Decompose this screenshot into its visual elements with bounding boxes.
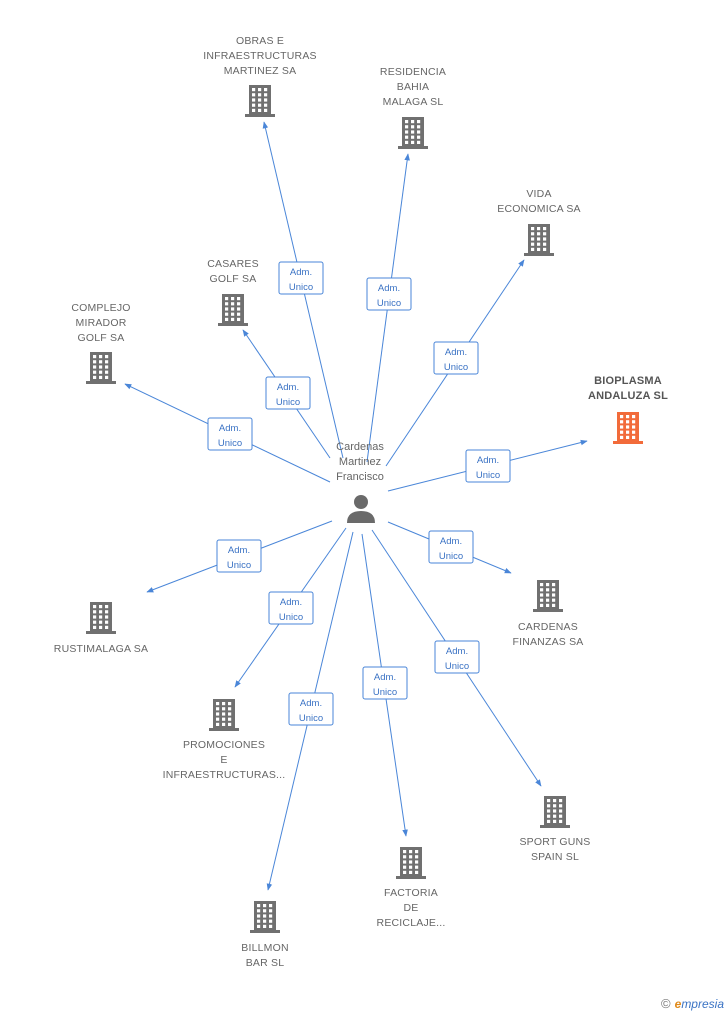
company-label-line: SPAIN SL: [531, 851, 579, 863]
edge-label-text: Unico: [439, 551, 463, 562]
company-node-promociones[interactable]: PROMOCIONES E INFRAESTRUCTURAS...: [163, 699, 286, 781]
edge-label-text: Unico: [299, 713, 323, 724]
edge-label-text: Adm.: [445, 347, 467, 358]
empresia-logo[interactable]: empresia: [674, 996, 724, 1011]
building-icon: [86, 352, 116, 384]
company-node-factoria[interactable]: FACTORIA DE RECICLAJE...: [377, 847, 446, 929]
company-label-line: ANDALUZA SL: [588, 390, 668, 402]
edge-label-obras[interactable]: Adm. Unico: [278, 261, 324, 295]
building-icon: [250, 901, 280, 933]
company-label-line: MIRADOR: [76, 317, 127, 329]
company-node-complejo[interactable]: COMPLEJO MIRADOR GOLF SA: [71, 302, 130, 384]
edge-label-text: Adm.: [374, 672, 396, 683]
company-node-rustimalaga[interactable]: RUSTIMALAGA SA: [54, 602, 148, 655]
copyright-symbol: ©: [661, 996, 671, 1011]
edge-label-text: Adm.: [446, 646, 468, 657]
company-label-line: RESIDENCIA: [380, 66, 446, 78]
nodes-layer: OBRAS E INFRAESTRUCTURAS MARTINEZ SA RESIDE…: [54, 35, 668, 969]
edge-label-sport[interactable]: Adm. Unico: [434, 640, 480, 674]
edge-label-complejo[interactable]: Adm. Unico: [207, 417, 253, 451]
edge-label-residencia[interactable]: Adm. Unico: [366, 277, 412, 311]
company-node-residencia[interactable]: RESIDENCIA BAHIA MALAGA SL: [380, 66, 446, 149]
company-label-line: CASARES: [207, 258, 259, 270]
edge-label-text: Unico: [276, 397, 300, 408]
building-icon: [533, 580, 563, 612]
edge-label-text: Unico: [445, 661, 469, 672]
company-node-billmon[interactable]: BILLMON BAR SL: [241, 901, 289, 969]
company-label-line: FACTORIA: [384, 887, 438, 899]
edge-label-text: Unico: [444, 362, 468, 373]
company-node-vida[interactable]: VIDA ECONOMICA SA: [497, 188, 581, 256]
company-label-line: BILLMON: [241, 942, 289, 954]
edge-label-text: Adm.: [440, 536, 462, 547]
company-label-line: GOLF SA: [210, 273, 257, 285]
company-node-cardenas_finanzas[interactable]: CARDENAS FINANZAS SA: [512, 580, 583, 648]
building-icon: [398, 117, 428, 149]
building-icon: [86, 602, 116, 634]
company-node-casares[interactable]: CASARES GOLF SA: [207, 258, 259, 326]
edge-label-text: Adm.: [300, 698, 322, 709]
building-icon: [524, 224, 554, 256]
person-name-line-2: Martinez: [339, 456, 381, 468]
edge-label-cardenas_finanzas[interactable]: Adm. Unico: [428, 530, 474, 564]
edge-label-text: Adm.: [378, 283, 400, 294]
company-label-line: BAHIA: [397, 81, 430, 93]
edge-label-bioplasma[interactable]: Adm. Unico: [465, 449, 511, 483]
edge-label-text: Adm.: [280, 597, 302, 608]
edge-label-rustimalaga[interactable]: Adm. Unico: [216, 539, 262, 573]
company-node-bioplasma[interactable]: BIOPLASMA ANDALUZA SL: [588, 375, 668, 444]
building-icon: [209, 699, 239, 731]
edge-label-text: Unico: [289, 282, 313, 293]
edge-label-text: Adm.: [219, 423, 241, 434]
edge-label-factoria[interactable]: Adm. Unico: [362, 666, 408, 700]
company-label-line: BAR SL: [246, 957, 285, 969]
company-label-line: RUSTIMALAGA SA: [54, 643, 148, 655]
edge-label-billmon[interactable]: Adm. Unico: [288, 692, 334, 726]
company-node-sport[interactable]: SPORT GUNS SPAIN SL: [519, 796, 590, 863]
company-label-line: CARDENAS: [518, 621, 578, 633]
company-label-line: SPORT GUNS: [519, 836, 590, 848]
company-label-line: PROMOCIONES: [183, 739, 265, 751]
edge-label-text: Adm.: [477, 455, 499, 466]
company-label-line: FINANZAS SA: [512, 636, 583, 648]
company-label-line: RECICLAJE...: [377, 917, 446, 929]
building-icon: [396, 847, 426, 879]
company-label-line: DE: [404, 902, 419, 914]
edge-label-promociones[interactable]: Adm. Unico: [268, 591, 314, 625]
company-label-line: GOLF SA: [78, 332, 125, 344]
edge-label-casares[interactable]: Adm. Unico: [265, 376, 311, 410]
footer-brand: © empresia: [661, 996, 724, 1011]
company-label-line: INFRAESTRUCTURAS...: [163, 769, 286, 781]
company-label-line: OBRAS E: [236, 35, 284, 47]
edge-label-text: Unico: [373, 687, 397, 698]
center-person-node[interactable]: Cardenas Martinez Francisco: [336, 441, 384, 523]
company-label-line: E: [220, 754, 227, 766]
building-icon: [245, 85, 275, 117]
edge-label-text: Adm.: [228, 545, 250, 556]
company-label-line: BIOPLASMA: [594, 375, 662, 387]
company-node-obras[interactable]: OBRAS E INFRAESTRUCTURAS MARTINEZ SA: [203, 35, 317, 117]
person-name-line-3: Francisco: [336, 471, 384, 483]
edge-label-vida[interactable]: Adm. Unico: [433, 341, 479, 375]
edge-label-text: Unico: [377, 298, 401, 309]
person-name-line-1: Cardenas: [336, 441, 384, 453]
edge-label-text: Adm.: [277, 382, 299, 393]
company-label-line: MARTINEZ SA: [224, 65, 297, 77]
building-icon: [218, 294, 248, 326]
edge-label-text: Unico: [218, 438, 242, 449]
company-label-line: VIDA: [526, 188, 551, 200]
edge-label-text: Unico: [227, 560, 251, 571]
edge-label-text: Unico: [279, 612, 303, 623]
company-label-line: MALAGA SL: [383, 96, 444, 108]
building-icon: [613, 412, 643, 444]
person-icon: [347, 495, 375, 523]
company-label-line: INFRAESTRUCTURAS: [203, 50, 316, 62]
edge-label-text: Unico: [476, 470, 500, 481]
building-icon: [540, 796, 570, 828]
company-label-line: COMPLEJO: [71, 302, 130, 314]
company-label-line: ECONOMICA SA: [497, 203, 581, 215]
edge-label-text: Adm.: [290, 267, 312, 278]
